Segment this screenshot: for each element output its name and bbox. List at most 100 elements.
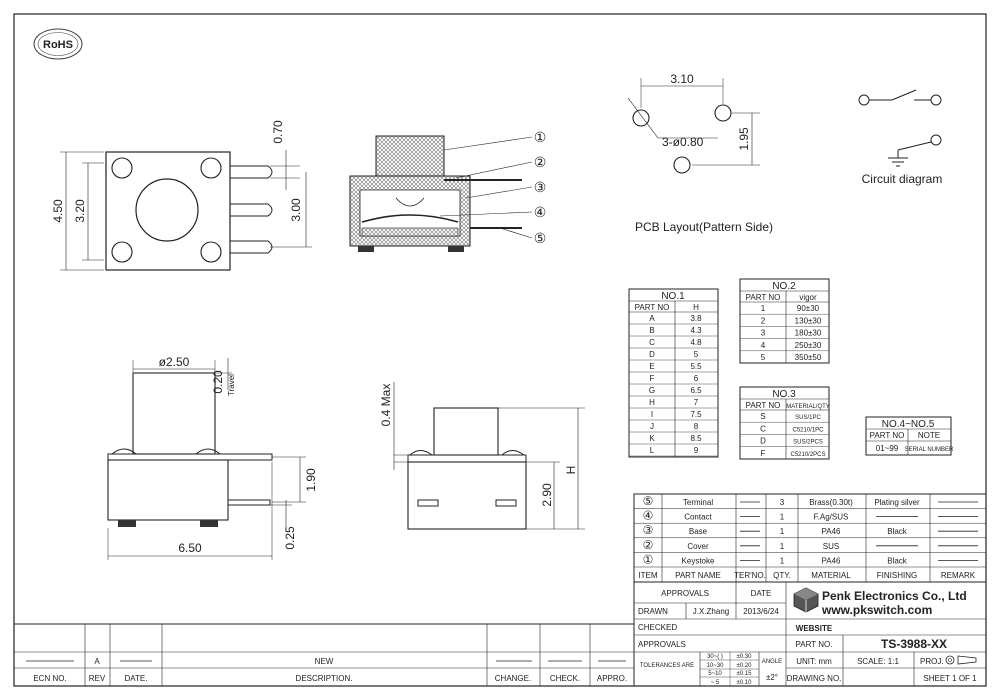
svg-text:MATERIAL: MATERIAL — [811, 571, 851, 580]
svg-text:QTY.: QTY. — [773, 571, 791, 580]
revision-block: A NEW ECN NO. REV DATE. DESCRIPTION. CHA… — [13, 623, 635, 687]
table-cell: 5.5 — [690, 362, 702, 371]
table-cell: F — [761, 449, 766, 458]
table-cell: K — [649, 434, 655, 443]
svg-text:A: A — [94, 657, 100, 666]
svg-text:1.95: 1.95 — [737, 127, 751, 151]
table-cell: 2 — [761, 316, 766, 325]
table-cell: 6 — [694, 374, 699, 383]
table-cell: 3.8 — [690, 314, 702, 323]
svg-text:ø2.50: ø2.50 — [159, 355, 190, 369]
table-cell: 250±30 — [795, 341, 822, 350]
bom-cell: ⑤ — [643, 494, 654, 508]
svg-text:H: H — [693, 303, 699, 312]
table-cell: C5210/1PC — [792, 427, 824, 433]
bom-cell: SUS — [823, 542, 839, 551]
bom-cell: Terminal — [683, 498, 713, 507]
bom-cell: Brass(0.30t) — [809, 498, 853, 507]
svg-text:0.20: 0.20 — [211, 370, 225, 394]
svg-text:③: ③ — [534, 179, 547, 195]
svg-text:APPROVALS: APPROVALS — [638, 640, 686, 649]
side-view: 0.4 Max 2.90 H — [379, 382, 585, 530]
svg-text:30~( ): 30~( ) — [707, 654, 723, 660]
section-view: ① ② ③ ④ ⑤ — [349, 129, 547, 252]
svg-text:FINISHING: FINISHING — [877, 571, 917, 580]
front-view: ø2.50 0.20 Travel 1.90 0.25 6.50 — [107, 355, 318, 560]
svg-text:Travel: Travel — [227, 374, 236, 396]
table-cell: 7.5 — [690, 410, 702, 419]
side-body — [407, 461, 527, 530]
svg-text:PCB Layout(Pattern Side): PCB Layout(Pattern Side) — [635, 220, 773, 234]
table-cell: G — [649, 386, 655, 395]
svg-text:±0.10: ±0.10 — [737, 680, 753, 686]
bom-cell: Cover — [687, 542, 709, 551]
bom-cell: ③ — [643, 523, 654, 537]
svg-text:CHANGE.: CHANGE. — [495, 674, 531, 683]
svg-text:②: ② — [534, 154, 547, 170]
table-cell: E — [649, 362, 654, 371]
svg-text:2.90: 2.90 — [540, 483, 554, 507]
svg-text:4.50: 4.50 — [51, 199, 65, 223]
table-cell: 1 — [761, 304, 766, 313]
table-cell: L — [650, 446, 655, 455]
title-block: APPROVALS DATE DRAWN J.X.Zhang 2013/6/24… — [633, 581, 987, 687]
bom-cell: ① — [643, 552, 654, 566]
svg-text:6.50: 6.50 — [178, 541, 202, 555]
svg-text:0.4 Max: 0.4 Max — [379, 384, 393, 427]
svg-text:±0.15: ±0.15 — [737, 671, 753, 677]
top-view-body — [105, 151, 231, 271]
table-cell: 90±30 — [797, 304, 820, 313]
bom-cell: PA46 — [822, 527, 842, 536]
svg-text:PART NAME: PART NAME — [675, 571, 721, 580]
table-cell: 8.5 — [690, 434, 702, 443]
table-cell: 180±30 — [795, 329, 822, 338]
svg-text:SCALE: 1:1: SCALE: 1:1 — [857, 657, 899, 666]
bom-cell: 3 — [780, 498, 785, 507]
table-cell: 4.8 — [690, 338, 702, 347]
table-cell: 4 — [761, 341, 766, 350]
svg-text:PART NO: PART NO — [635, 303, 670, 312]
circuit-diagram: Circuit diagram — [858, 89, 942, 186]
svg-text:CHECK.: CHECK. — [550, 674, 580, 683]
table-cell: 130±30 — [795, 316, 822, 325]
table-cell: D — [760, 437, 766, 446]
table-cell: B — [649, 326, 654, 335]
svg-text:SERIAL NUMBER: SERIAL NUMBER — [905, 447, 954, 453]
bom-cell: Keystoke — [682, 556, 715, 565]
svg-text:Penk Electronics Co., Ltd: Penk Electronics Co., Ltd — [822, 589, 967, 603]
svg-text:DATE.: DATE. — [125, 674, 148, 683]
svg-text:2013/6/24: 2013/6/24 — [743, 607, 779, 616]
table-cell: SUS/2PCS — [793, 440, 823, 446]
projection-symbol-icon — [945, 655, 977, 665]
table-cell: 6.5 — [690, 386, 702, 395]
svg-text:REMARK: REMARK — [941, 571, 976, 580]
svg-text:3.20: 3.20 — [73, 199, 87, 223]
svg-text:3.10: 3.10 — [670, 72, 694, 86]
svg-text:UNIT: mm: UNIT: mm — [796, 657, 832, 666]
bom-cell: ② — [643, 538, 654, 552]
svg-text:RoHS: RoHS — [43, 39, 73, 51]
svg-text:5~10: 5~10 — [708, 671, 722, 677]
svg-text:3-ø0.80: 3-ø0.80 — [662, 135, 704, 149]
svg-text:10~30: 10~30 — [707, 663, 725, 669]
top-view: 4.50 3.20 0.70 3.00 — [51, 120, 312, 271]
svg-text:TER'NO.: TER'NO. — [734, 571, 766, 580]
bom-cell: 1 — [780, 542, 785, 551]
table-cell: J — [650, 422, 654, 431]
svg-text:NO.1: NO.1 — [661, 291, 685, 302]
svg-text:NO.2: NO.2 — [772, 281, 796, 292]
svg-text:SHEET 1 OF 1: SHEET 1 OF 1 — [923, 674, 977, 683]
table-cell: D — [649, 350, 655, 359]
svg-text:PROJ.: PROJ. — [920, 657, 944, 666]
table-cell: 5 — [694, 350, 699, 359]
actuator-circle — [135, 178, 199, 242]
company-logo — [793, 587, 819, 613]
table-cell: 4.3 — [690, 326, 702, 335]
svg-text:NO.4~NO.5: NO.4~NO.5 — [882, 419, 935, 430]
svg-text:NEW: NEW — [315, 657, 334, 666]
svg-text:~ 5: ~ 5 — [711, 680, 720, 686]
svg-text:ECN NO.: ECN NO. — [33, 674, 66, 683]
table-cell: 7 — [694, 398, 699, 407]
bom-cell: 1 — [780, 556, 785, 565]
